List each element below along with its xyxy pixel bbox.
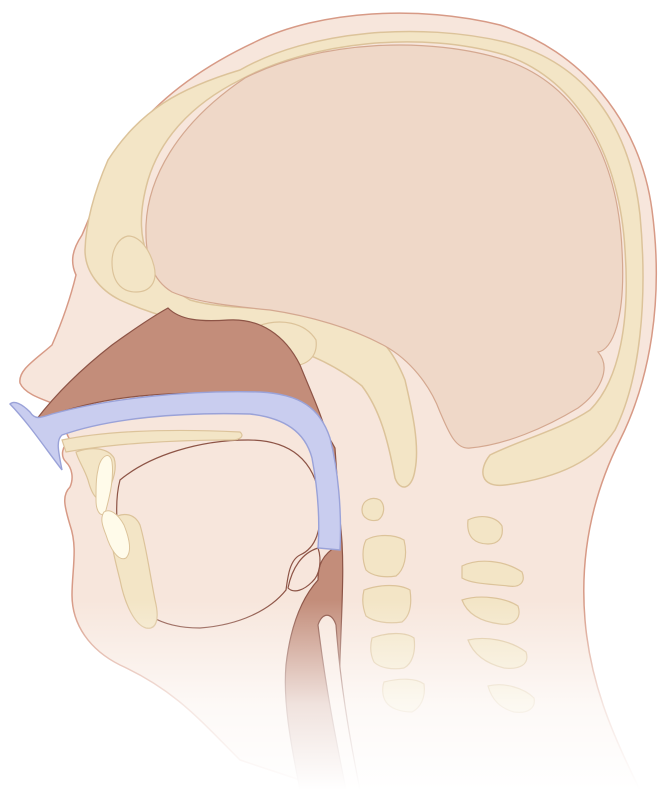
bottom-fade xyxy=(0,600,660,790)
